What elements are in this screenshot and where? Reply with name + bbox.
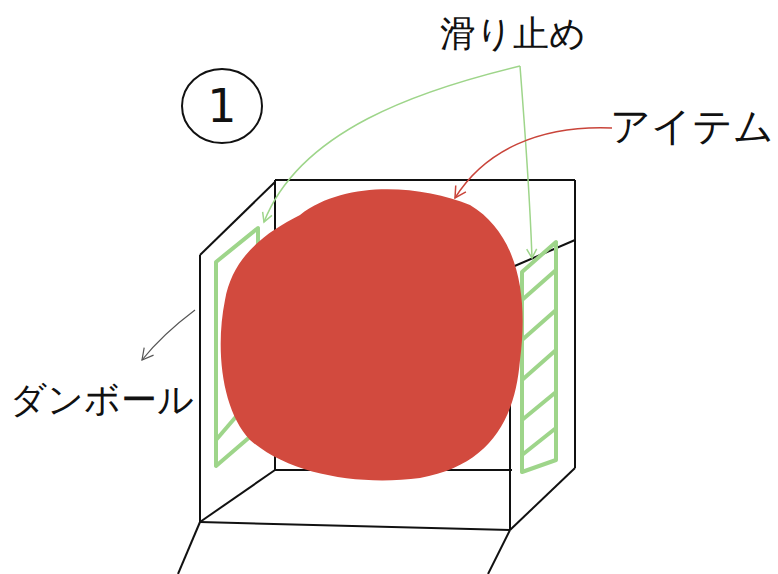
leader-line [455, 128, 612, 198]
item-ball [221, 189, 523, 480]
leader-line [264, 66, 520, 222]
leader-line [520, 66, 532, 258]
number-circle [182, 69, 262, 143]
cardboard-box [178, 180, 575, 574]
leader-line [142, 310, 195, 360]
part-label: ダンボール [10, 380, 194, 420]
callout-number: 1 [207, 81, 236, 132]
part-label: アイテム [610, 104, 774, 148]
part-label: 滑り止め [440, 14, 586, 54]
